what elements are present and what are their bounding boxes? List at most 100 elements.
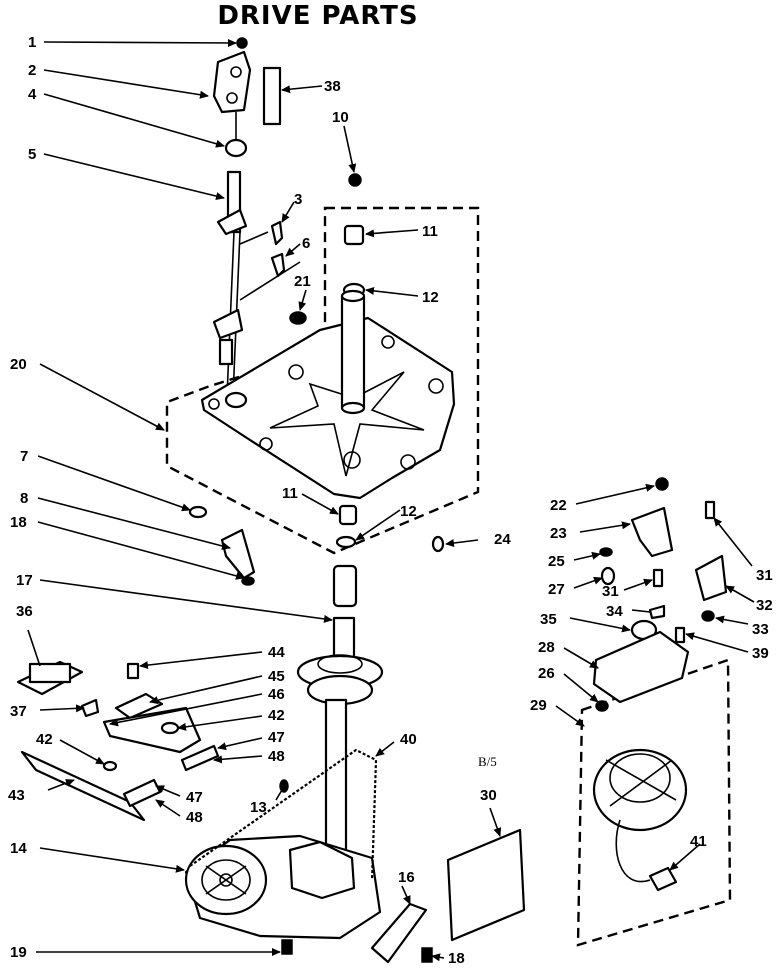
part-26-grommet	[595, 700, 609, 712]
callout-24: 24	[494, 531, 511, 548]
callout-42-left: 42	[36, 731, 53, 748]
part-11-bushing-lower	[338, 504, 358, 526]
callout-31-left: 31	[602, 583, 619, 600]
callout-14: 14	[10, 840, 27, 857]
callout-37: 37	[10, 703, 27, 720]
part-30-panel	[446, 828, 526, 942]
part-8-lever	[220, 528, 256, 580]
callout-44: 44	[268, 644, 285, 661]
callout-25: 25	[548, 553, 565, 570]
part-41-connector	[648, 866, 678, 892]
drawing-note: B/5	[478, 754, 497, 769]
part-31-screw-a	[652, 568, 664, 588]
part-39-bolt	[674, 626, 686, 644]
transmission-assembly	[184, 564, 433, 964]
part-46-lever	[102, 706, 202, 754]
callout-13: 13	[250, 799, 267, 816]
callout-47-right: 47	[268, 729, 285, 746]
part-43-rail	[20, 750, 146, 822]
callout-10: 10	[332, 109, 349, 126]
callout-20: 20	[10, 356, 27, 373]
part-17-coupling	[332, 564, 358, 608]
callout-7: 7	[20, 448, 28, 465]
callout-4: 4	[28, 86, 37, 103]
callout-11-upper: 11	[422, 223, 438, 240]
callout-39: 39	[752, 645, 769, 662]
lower-lever	[188, 505, 256, 586]
diagram-title: DRIVE PARTS	[217, 1, 418, 31]
callout-19: 19	[10, 944, 27, 961]
callout-36: 36	[16, 603, 33, 620]
callout-35: 35	[540, 611, 557, 628]
callout-40: 40	[400, 731, 417, 748]
lever-assembly	[212, 37, 301, 421]
callout-34: 34	[606, 603, 623, 620]
callout-28: 28	[538, 639, 555, 656]
callout-48-left: 48	[186, 809, 203, 826]
part-11-bushing-upper	[343, 224, 365, 246]
callout-3: 3	[294, 191, 302, 208]
callout-5: 5	[28, 146, 36, 163]
part-19-bolt	[281, 939, 293, 955]
callout-41: 41	[690, 833, 707, 850]
center-post	[340, 294, 366, 410]
callout-43: 43	[8, 787, 25, 804]
part-20-base-plate	[200, 316, 456, 500]
callout-32: 32	[756, 597, 773, 614]
callout-27: 27	[548, 581, 565, 598]
part-18-washer-left	[241, 576, 255, 586]
callout-22: 22	[550, 497, 567, 514]
callout-45: 45	[268, 668, 285, 685]
callout-30: 30	[480, 787, 497, 804]
part-27-bushing	[600, 566, 616, 586]
main-shaft	[324, 698, 348, 862]
part-34-clip	[648, 604, 666, 620]
callout-2: 2	[28, 62, 36, 79]
part-6-screw	[270, 252, 286, 278]
callout-46: 46	[268, 686, 285, 703]
switch-parts	[16, 660, 100, 718]
part-21-plug	[289, 311, 307, 325]
part-4-bushing	[224, 138, 248, 158]
part-12-washer-lower	[335, 535, 357, 549]
part-2-bracket	[212, 50, 252, 114]
callout-47-left: 47	[186, 789, 203, 806]
part-13-screw	[279, 779, 289, 793]
callout-33: 33	[752, 621, 769, 638]
callout-29: 29	[530, 697, 547, 714]
callout-18-left: 18	[10, 514, 27, 531]
callout-16: 16	[398, 869, 415, 886]
part-3-screw	[270, 220, 284, 246]
callout-labels: 1 2 4 5 38 10 3 6 11 12 21 20 7 8 18 11 …	[8, 34, 773, 967]
callout-8: 8	[20, 490, 28, 507]
callout-1: 1	[28, 34, 36, 51]
part-22-nut	[655, 477, 669, 491]
part-29-motor	[592, 748, 688, 832]
part-40-belt	[189, 748, 378, 881]
base-plate-assembly	[200, 173, 456, 500]
part-10-nut	[348, 173, 362, 187]
part-1-nut	[236, 37, 248, 49]
part-23-bracket	[630, 506, 674, 558]
part-32-bracket	[694, 554, 728, 602]
callout-26: 26	[538, 665, 555, 682]
motor-parts	[592, 477, 728, 892]
callout-42-right: 42	[268, 707, 285, 724]
callout-23: 23	[550, 525, 567, 542]
part-25-washer	[599, 547, 613, 557]
part-18-washer-right	[421, 947, 433, 963]
part-38-strip	[262, 66, 282, 126]
callout-17: 17	[16, 572, 33, 589]
callout-18-right: 18	[448, 950, 465, 967]
part-16-link	[370, 902, 428, 964]
part-37-screw	[80, 698, 100, 718]
callout-6: 6	[302, 235, 310, 252]
callout-38: 38	[324, 78, 341, 95]
callout-12-upper: 12	[422, 289, 439, 306]
callout-31-right: 31	[756, 567, 773, 584]
callout-48-right: 48	[268, 748, 285, 765]
callout-12-lower: 12	[400, 503, 417, 520]
part-28-mount	[592, 630, 690, 704]
part-31-screw-b	[704, 500, 716, 520]
